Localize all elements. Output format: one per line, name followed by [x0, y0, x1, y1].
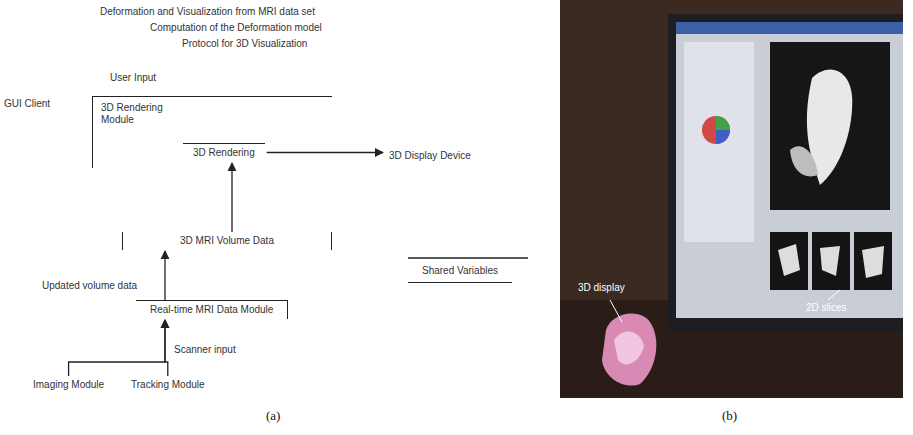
annotation-text: Computation of the Deformation model — [150, 22, 322, 34]
annotation-text: 2D slices — [806, 302, 847, 314]
process-box: 3D Rendering — [183, 143, 265, 162]
annotation-text: Protocol for 3D Visualization — [182, 38, 307, 50]
module-frame: 3D Rendering Module 3D Rendering — [92, 96, 332, 168]
flow-arrow — [165, 320, 168, 376]
data-store: 3D MRI Volume Data — [122, 232, 332, 250]
node-text: 3D Display Device — [389, 150, 471, 162]
annotation-text: User Input — [110, 72, 156, 84]
annotation-text: (b) — [722, 408, 737, 424]
flow-arrow — [164, 251, 165, 300]
module-box: Real-time MRI Data Module — [136, 300, 288, 319]
node-text: Imaging Module — [33, 379, 104, 391]
node-text: 3D MRI Volume Data — [129, 235, 325, 247]
flow-arrow — [69, 320, 165, 376]
flow-arrow — [231, 163, 232, 232]
source-label: Imaging Module — [30, 377, 107, 393]
node-text: Shared Variables — [422, 265, 498, 277]
edge-label: Scanner input — [172, 344, 238, 356]
source-label: Tracking Module — [128, 377, 208, 393]
node-text: Real-time MRI Data Module — [150, 304, 273, 316]
annotation-text: GUI Client — [4, 98, 50, 110]
shared-box: Shared Variables — [408, 260, 512, 283]
device-label: 3D Display Device — [385, 148, 475, 164]
node-text: 3D Rendering — [193, 147, 255, 159]
edge-label: Updated volume data — [40, 280, 139, 292]
node-text: 3D Rendering Module — [101, 102, 181, 126]
annotation-text: 3D display — [578, 282, 625, 294]
annotation-text: (a) — [266, 408, 280, 424]
node-text: Tracking Module — [131, 379, 205, 391]
flow-arrow — [267, 152, 383, 153]
annotation-text: Deformation and Visualization from MRI d… — [100, 6, 315, 18]
